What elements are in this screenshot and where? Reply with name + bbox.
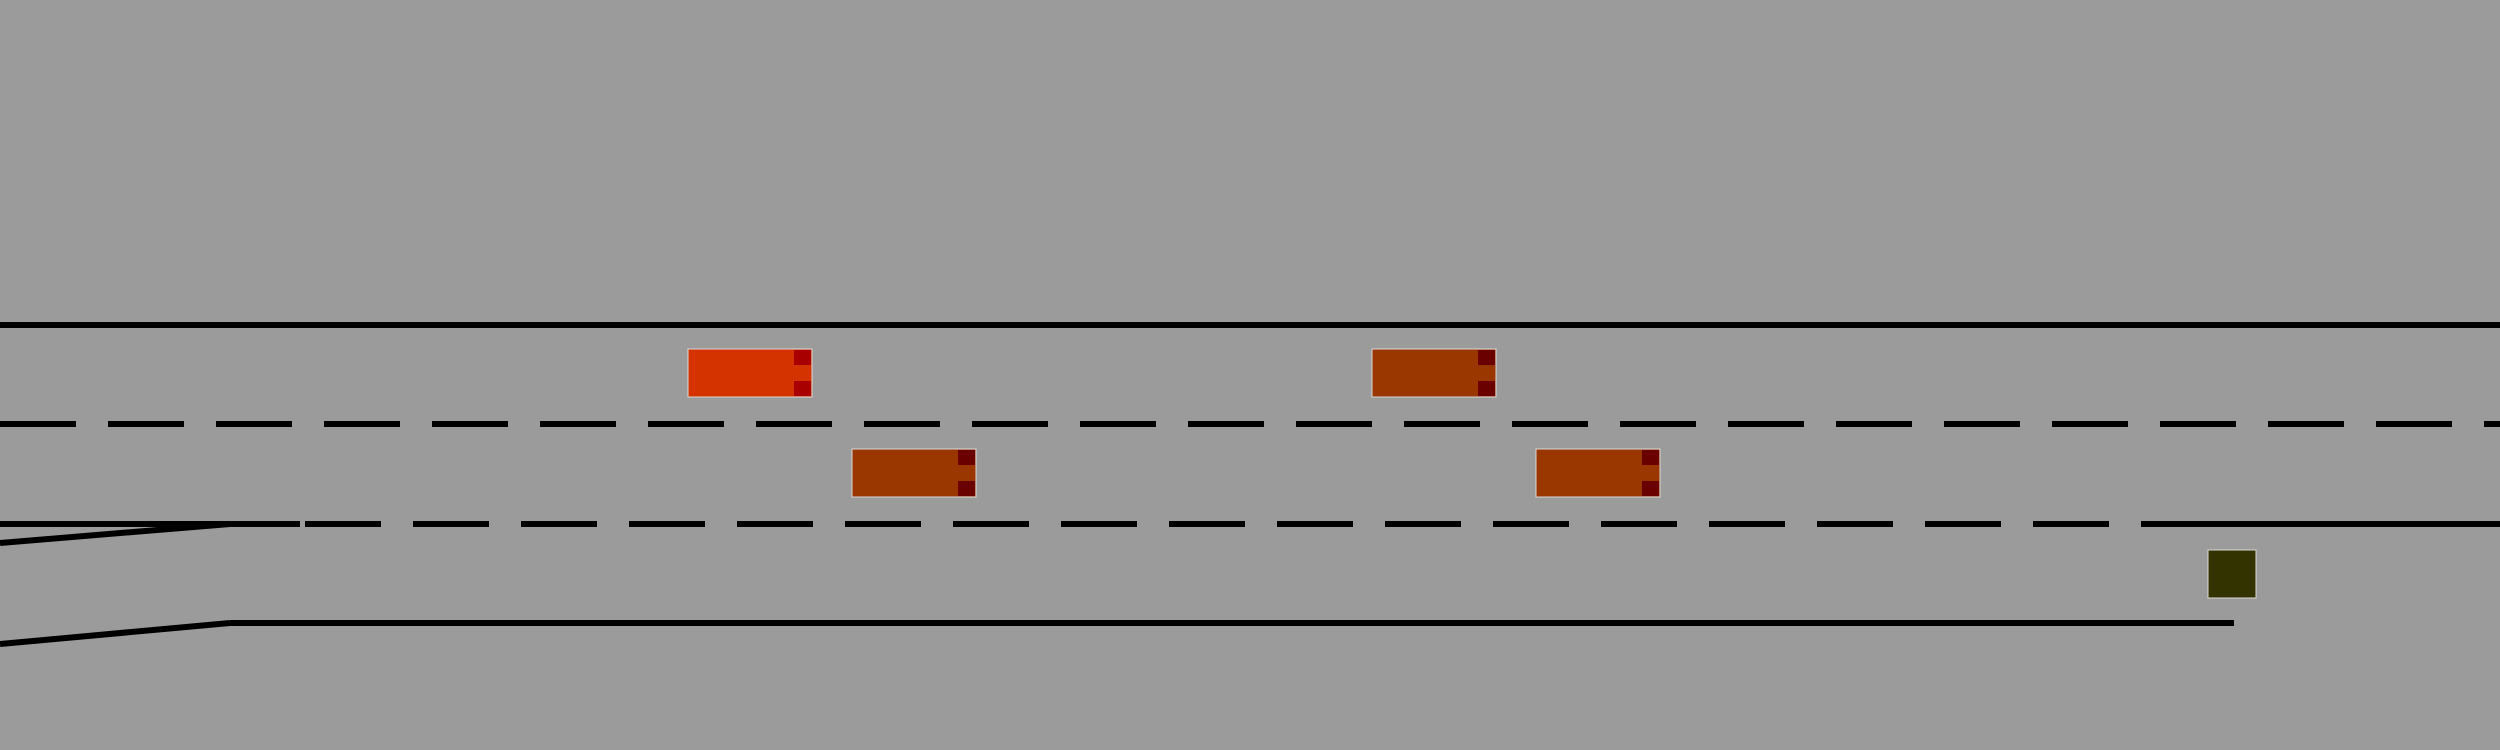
vehicle-headlight — [794, 350, 811, 365]
vehicle-2 — [851, 448, 977, 498]
vehicle-body — [1371, 348, 1497, 398]
ego-vehicle — [687, 348, 813, 398]
vehicle-1 — [1371, 348, 1497, 398]
merge-ramp-upper — [0, 521, 231, 546]
obstacle-block — [2207, 549, 2257, 599]
vehicle-headlight — [958, 450, 975, 465]
merge-ramp-lower — [0, 620, 231, 647]
vehicle-body — [687, 348, 813, 398]
vehicle-body — [851, 448, 977, 498]
vehicle-headlight — [1642, 450, 1659, 465]
vehicle-3 — [1535, 448, 1661, 498]
obstacle-layer — [2207, 549, 2257, 599]
vehicle-headlight — [958, 481, 975, 496]
vehicle-headlight — [1642, 481, 1659, 496]
vehicle-headlight — [1478, 381, 1495, 396]
vehicle-headlight — [1478, 350, 1495, 365]
vehicles-layer — [687, 348, 1661, 498]
vehicle-headlight — [794, 381, 811, 396]
vehicle-body — [1535, 448, 1661, 498]
